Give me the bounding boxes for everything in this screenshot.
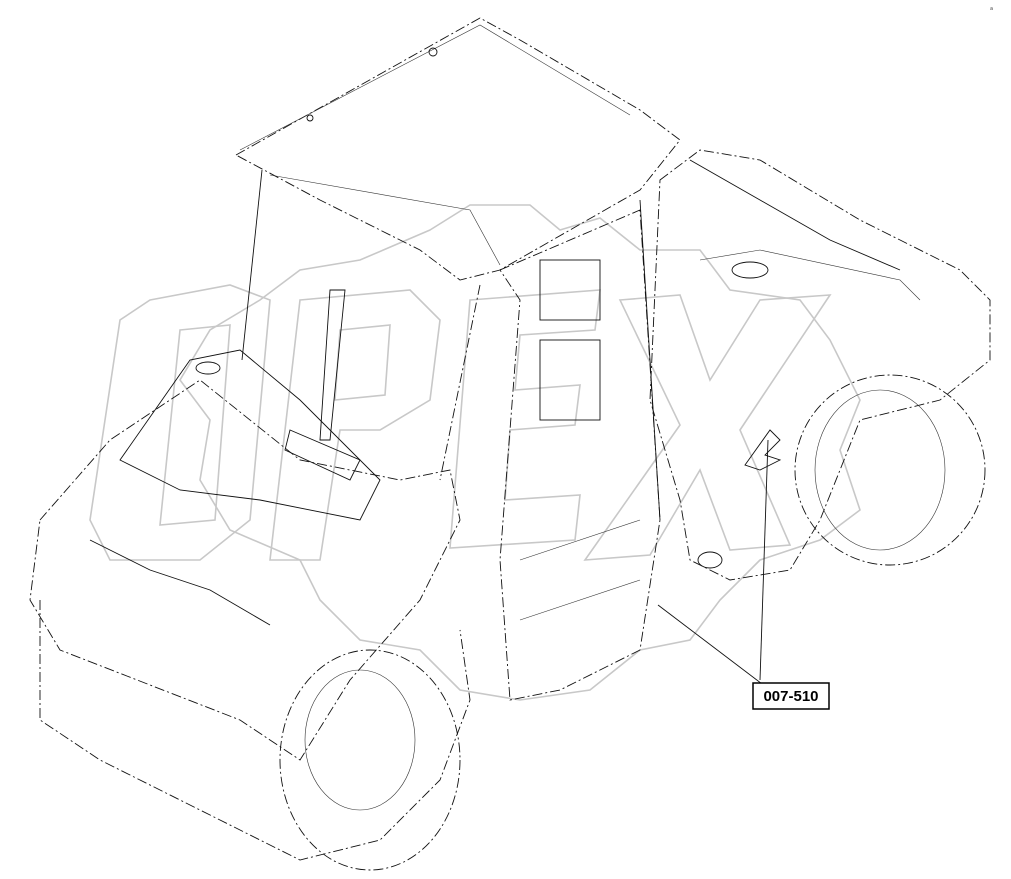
front-water-tank [119, 349, 381, 521]
watermark-gear [179, 204, 861, 701]
part-number-callout[interactable]: 007-510 [752, 682, 830, 710]
corner-mark: a [990, 6, 993, 12]
canopy-post-front [241, 169, 263, 361]
housing-logo [744, 429, 782, 471]
callout-label: 007-510 [763, 688, 818, 705]
rear-drum [794, 374, 986, 566]
canopy-roof [235, 17, 681, 281]
watermark-letters [89, 284, 832, 561]
front-spray-bar [89, 539, 271, 626]
rear-spray-bar [689, 159, 901, 271]
canopy-post-middle [439, 284, 481, 481]
operator-platform [499, 209, 661, 701]
leader-line-1 [657, 604, 771, 691]
callout-box [752, 682, 830, 710]
leader-line-2 [759, 439, 769, 681]
front-frame [29, 379, 461, 761]
steering-column [319, 289, 346, 441]
engine-hood [649, 149, 991, 581]
callout-leaders [657, 439, 771, 691]
watermark-logo [89, 204, 861, 701]
roller-machine-drawing [29, 17, 991, 871]
front-drum-body [39, 600, 471, 861]
front-drum-end [279, 649, 461, 871]
